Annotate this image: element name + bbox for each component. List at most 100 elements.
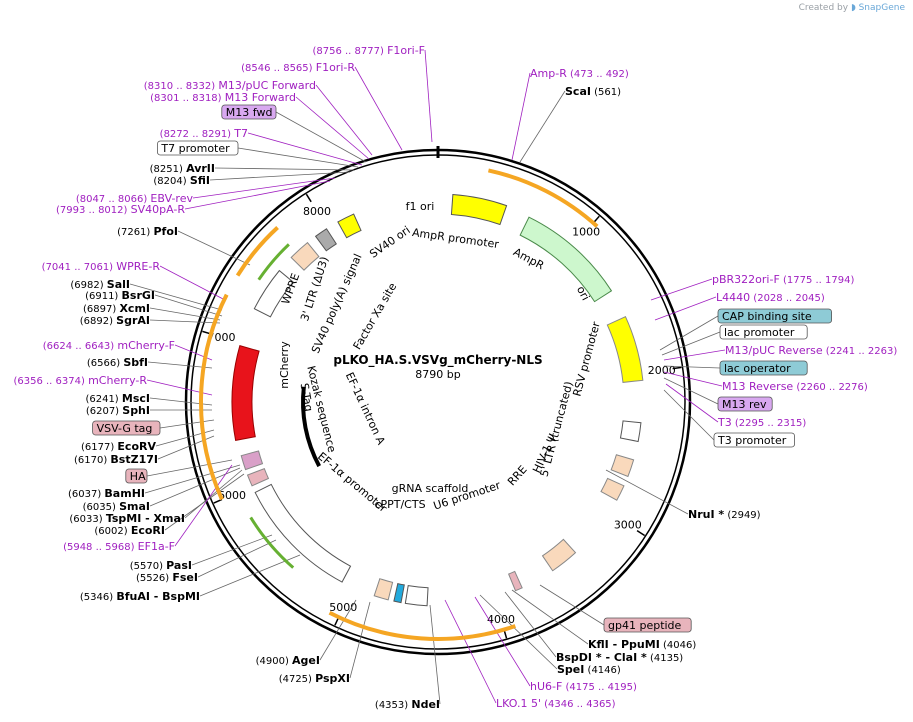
wpre-block — [253, 269, 294, 318]
coord-avrii: (8251) — [150, 164, 186, 175]
coord-ebv-rev: (8047 .. 8066) — [76, 194, 151, 205]
primer-bind-ampr-arc — [488, 168, 599, 228]
label-t7-promoter: T7 promoter — [156, 140, 239, 156]
text-m13-forward: (8301 .. 8318) M13 Forward — [150, 91, 296, 104]
label-leader-lines — [129, 49, 726, 705]
name-m13-forward: M13 Forward — [225, 91, 296, 104]
leader-m13-reverse — [663, 371, 723, 387]
leader-pfoi — [177, 230, 251, 266]
feature-label-sv40-ori: SV40 ori — [367, 224, 412, 261]
label-sgrai: (6892) SgrAI — [80, 314, 150, 327]
leader-t7-promoter — [237, 147, 359, 168]
text-t7: (8272 .. 8291) T7 — [160, 127, 248, 140]
text-smai: (6035) SmaI — [83, 500, 150, 513]
name-bfuai-bspmi: BfuAI - BspMI — [116, 590, 200, 603]
label-ebv-rev: (8047 .. 8066) EBV-rev — [76, 192, 194, 205]
leader-m13-forward — [295, 96, 370, 160]
tag-box-vsv-g-tag — [92, 420, 161, 436]
psi-block — [600, 477, 625, 501]
left-labels: (8756 .. 8777) F1ori-F(8546 .. 8565) F1o… — [13, 44, 425, 603]
label-pasi: (5570) PasI — [130, 559, 192, 572]
text-bspdi-clai: BspDI * - ClaI * (4135) — [556, 651, 683, 664]
tag-box-lac-promoter — [719, 324, 808, 340]
coord-sphi: (6207) — [86, 406, 122, 417]
label-bstz17i: (6170) BstZ17I — [74, 453, 158, 466]
tag-text-t3-promoter: T3 promoter — [717, 434, 787, 447]
coord-f1ori-f: (8756 .. 8777) — [312, 46, 387, 57]
name-m13-puc-reverse: M13/pUC Reverse — [725, 344, 823, 357]
label-l4440: L4440 (2028 .. 2045) — [716, 291, 825, 304]
name-bamhi: BamHI — [104, 487, 145, 500]
ltr5-block — [610, 454, 635, 478]
text-wpre-r: (7041 .. 7061) WPRE-R — [42, 260, 161, 273]
label-scai: ScaI (561) — [565, 85, 621, 98]
coord-fsei: (5526) — [136, 573, 172, 584]
text-ef1a-f: (5948 .. 5968) EF1a-F — [63, 540, 175, 553]
tick-label-1000: 1000 — [572, 225, 600, 238]
bottom-labels: (4900) AgeI(4725) PspXI(4353) NdeI — [256, 654, 440, 711]
text-f1ori-f: (8756 .. 8777) F1ori-F — [312, 44, 425, 57]
label-vsv-g-tag: VSV-G tag — [92, 420, 161, 436]
label-t7: (8272 .. 8291) T7 — [160, 127, 248, 140]
wpre-arc — [235, 226, 279, 277]
label-spei: SpeI (4146) — [557, 663, 621, 676]
leader-m13-fwd — [275, 111, 367, 163]
text-scai: ScaI (561) — [565, 85, 621, 98]
label-sali: (6982) SalI — [70, 278, 130, 291]
label-ecori: (6002) EcoRI — [94, 524, 165, 537]
name-nrui: NruI * — [688, 508, 724, 521]
tag-text-lac-promoter: lac promoter — [724, 326, 795, 339]
text-ndei: (4353) NdeI — [375, 698, 440, 711]
coord-pspxi: (4725) — [279, 674, 315, 685]
tick-2000 — [672, 366, 682, 370]
leader-sfii — [209, 171, 351, 181]
u6-promoter-block — [404, 585, 429, 607]
name-ndei: NdeI — [411, 698, 440, 711]
leader-kfli-ppumi — [511, 589, 589, 645]
text-sgrai: (6892) SgrAI — [80, 314, 150, 327]
name-sali: SalI — [107, 278, 130, 291]
tick-label-3000: 3000 — [614, 519, 642, 532]
label-m13-fwd: M13 fwd — [221, 104, 277, 120]
text-l4440: L4440 (2028 .. 2045) — [716, 291, 825, 304]
text-m13-reverse: M13 Reverse (2260 .. 2276) — [722, 380, 868, 393]
cds-arc-bottom — [328, 610, 516, 641]
label-bspdi-clai: BspDI * - ClaI * (4135) — [556, 651, 683, 664]
text-hu6-f: hU6-F (4175 .. 4195) — [530, 680, 637, 693]
feature-label-ef-1-intron-a: EF-1α intron A — [343, 370, 388, 447]
label-m13-rev: M13 rev — [717, 396, 773, 412]
snapgene-logo-icon: ◗ — [850, 3, 856, 13]
stag-block — [240, 450, 264, 471]
label-wpre-r: (7041 .. 7061) WPRE-R — [42, 260, 161, 273]
label-ef1a-f: (5948 .. 5968) EF1a-F — [63, 540, 175, 553]
text-nrui: NruI * (2949) — [688, 508, 761, 521]
text-spei: SpeI (4146) — [557, 663, 621, 676]
leader-f1ori-r — [354, 66, 403, 151]
tag-text-m13-rev: M13 rev — [722, 398, 767, 411]
coord-scai: (561) — [591, 87, 621, 98]
wpre-inner-arc — [257, 243, 290, 281]
name-bspdi-clai: BspDI * - ClaI * — [556, 651, 647, 664]
ef1a-intron-arc — [301, 386, 321, 468]
plasmid-name: pLKO_HA.S.VSVg_mCherry-NLS — [333, 353, 542, 368]
leader-lac-operator — [663, 365, 721, 369]
coord-wpre-r: (7041 .. 7061) — [42, 262, 117, 273]
label-ha: HA — [125, 468, 148, 484]
coord-bamhi: (6037) — [68, 489, 104, 500]
coord-t3: (2295 .. 2315) — [732, 418, 807, 429]
leader-pasi — [191, 534, 273, 566]
name-bsrgi: BsrGI — [122, 289, 155, 302]
tag-text-m13-fwd: M13 fwd — [226, 106, 273, 119]
leader-vsv-g-tag — [159, 419, 215, 429]
text-tspmi-xmai: (6033) TspMI - XmaI — [69, 512, 185, 525]
name-t3: T3 — [717, 416, 732, 429]
text-bstz17i: (6170) BstZ17I — [74, 453, 158, 466]
text-pbr322ori-f: pBR322ori-F (1775 .. 1794) — [712, 273, 854, 286]
leader-sbfi — [147, 361, 213, 369]
leader-sgrai — [149, 319, 221, 324]
name-ecorv: EcoRV — [117, 440, 156, 453]
name-fsei: FseI — [172, 571, 198, 584]
name-sfii: SfiI — [190, 174, 210, 187]
label-xcmi: (6897) XcmI — [83, 302, 150, 315]
